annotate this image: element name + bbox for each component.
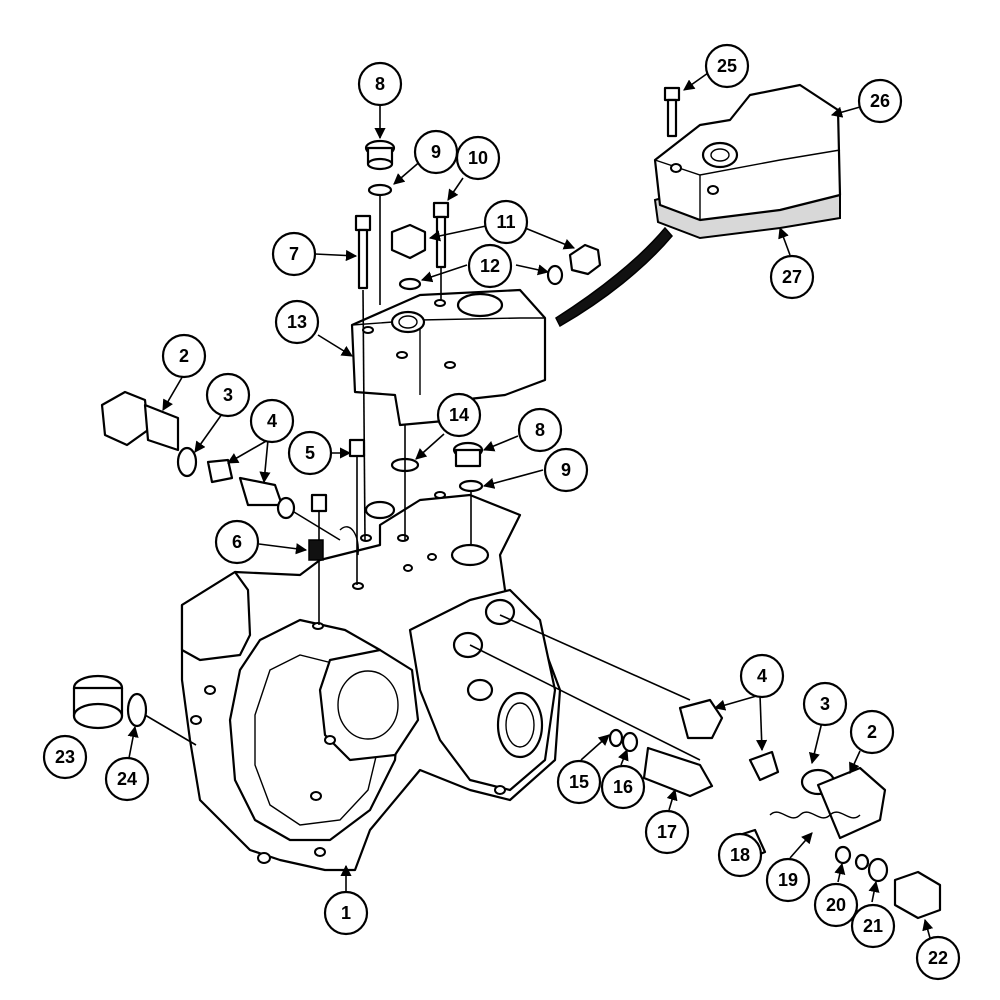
svg-text:8: 8 — [375, 74, 385, 94]
callout-10: 10 — [455, 135, 501, 181]
callout-9-side: 9 — [543, 447, 589, 493]
svg-text:25: 25 — [717, 56, 737, 76]
oring-14 — [390, 425, 420, 540]
svg-text:13: 13 — [287, 312, 307, 332]
callout-4-right: 4 — [739, 653, 785, 699]
callout-25: 25 — [704, 43, 750, 89]
bolt-25 — [663, 86, 681, 138]
callout-19: 19 — [765, 857, 811, 903]
plug-8-top — [364, 139, 396, 305]
callout-2-right: 2 — [849, 709, 895, 755]
svg-text:22: 22 — [928, 948, 948, 968]
callout-23: 23 — [42, 734, 88, 780]
svg-text:16: 16 — [613, 777, 633, 797]
callout-leaders — [127, 72, 934, 939]
callout-12: 12 — [467, 243, 513, 289]
callout-8-side: 8 — [517, 407, 563, 453]
svg-text:12: 12 — [480, 256, 500, 276]
svg-text:19: 19 — [778, 870, 798, 890]
callout-22: 22 — [915, 935, 961, 981]
svg-text:17: 17 — [657, 822, 677, 842]
callout-16: 16 — [600, 764, 646, 810]
callout-24: 24 — [104, 756, 150, 802]
relief-valve-left — [100, 390, 341, 541]
callout-21: 21 — [850, 903, 896, 949]
svg-text:11: 11 — [496, 212, 515, 232]
callout-2-left: 2 — [161, 333, 207, 379]
svg-text:10: 10 — [468, 148, 488, 168]
callout-8-top: 8 — [357, 61, 403, 107]
callout-1: 1 — [323, 890, 369, 936]
plug-8-side — [452, 441, 484, 545]
callout-26: 26 — [857, 78, 903, 124]
svg-text:18: 18 — [730, 845, 750, 865]
callout-15: 15 — [556, 759, 602, 805]
bolt-10 — [432, 201, 450, 300]
valve-body — [350, 288, 547, 427]
plug-11 — [390, 223, 602, 291]
callout-3-left: 3 — [205, 372, 251, 418]
svg-text:3: 3 — [223, 385, 233, 405]
plug-6 — [308, 539, 324, 561]
svg-text:7: 7 — [289, 244, 299, 264]
svg-text:6: 6 — [232, 532, 242, 552]
bolt-7 — [354, 214, 372, 541]
callout-4-left: 4 — [249, 398, 295, 444]
svg-text:27: 27 — [782, 267, 802, 287]
svg-text:24: 24 — [117, 769, 137, 789]
svg-text:21: 21 — [863, 916, 883, 936]
svg-text:3: 3 — [820, 694, 830, 714]
svg-text:23: 23 — [55, 747, 75, 767]
callout-17: 17 — [644, 809, 690, 855]
svg-text:9: 9 — [431, 142, 441, 162]
svg-text:2: 2 — [867, 722, 877, 742]
svg-text:8: 8 — [535, 420, 545, 440]
callout-27: 27 — [769, 254, 815, 300]
callout-14: 14 — [436, 392, 482, 438]
svg-text:5: 5 — [305, 443, 315, 463]
svg-text:4: 4 — [757, 666, 767, 686]
svg-text:26: 26 — [870, 91, 890, 111]
callout-6: 6 — [214, 519, 260, 565]
svg-text:20: 20 — [826, 895, 846, 915]
callout-11: 11 — [483, 199, 529, 245]
callout-18: 18 — [717, 832, 763, 878]
callout-9-top: 9 — [413, 129, 459, 175]
callout-13: 13 — [274, 299, 320, 345]
main-housing — [180, 491, 562, 872]
callout-20: 20 — [813, 882, 859, 928]
svg-text:9: 9 — [561, 460, 571, 480]
callout-5: 5 — [287, 430, 333, 476]
svg-text:2: 2 — [179, 346, 189, 366]
svg-text:4: 4 — [267, 411, 277, 431]
callout-3-right: 3 — [802, 681, 848, 727]
svg-text:15: 15 — [569, 772, 589, 792]
svg-text:14: 14 — [449, 405, 469, 425]
svg-text:1: 1 — [341, 903, 351, 923]
plug-23-ring-24 — [72, 674, 197, 746]
callout-7: 7 — [271, 231, 317, 277]
cover-and-gasket — [555, 83, 842, 328]
